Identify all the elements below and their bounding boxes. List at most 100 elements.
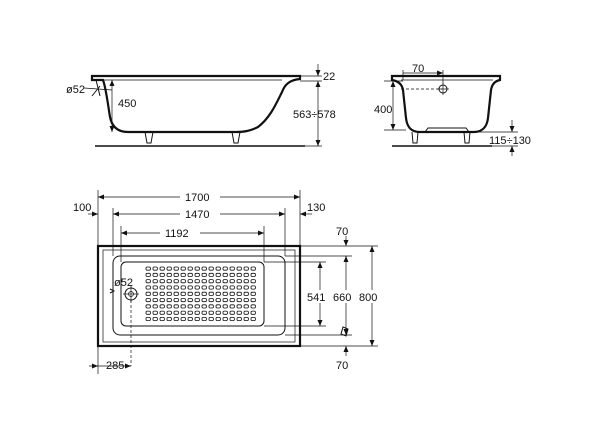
anti-slip-slot — [250, 291, 256, 296]
anti-slip-slot — [166, 310, 172, 315]
top-outer-outline — [96, 244, 302, 348]
anti-slip-slot — [208, 298, 214, 303]
anti-slip-slot — [215, 291, 221, 296]
side-drain-diameter-label: ø52 — [66, 84, 85, 96]
arrowhead — [317, 320, 323, 326]
top-drain-diameter-label: ø52 — [114, 277, 133, 289]
anti-slip-slot — [173, 291, 179, 296]
anti-slip-slot — [152, 298, 158, 303]
anti-slip-slot — [208, 310, 214, 315]
top-inner-length-label: 1470 — [185, 209, 209, 221]
anti-slip-slot — [187, 291, 193, 296]
anti-slip-slot — [222, 298, 228, 303]
anti-slip-slot — [201, 285, 207, 290]
anti-slip-slot — [173, 310, 179, 315]
arrowhead — [294, 194, 300, 200]
arrowhead — [509, 126, 515, 132]
anti-slip-slot — [194, 272, 200, 277]
anti-slip-slot — [173, 279, 179, 284]
anti-slip-slot — [173, 316, 179, 321]
side-leg-left — [144, 131, 154, 144]
anti-slip-slot — [152, 272, 158, 277]
arrowhead — [125, 363, 131, 369]
anti-slip-slot — [250, 285, 256, 290]
anti-slip-slot — [215, 279, 221, 284]
anti-slip-slot — [201, 266, 207, 271]
side-leg-right — [231, 131, 241, 144]
anti-slip-slot — [229, 310, 235, 315]
anti-slip-slot — [208, 266, 214, 271]
anti-slip-slot — [208, 316, 214, 321]
anti-slip-slot — [229, 298, 235, 303]
end-bottom-rib — [424, 127, 470, 133]
anti-slip-slot — [201, 279, 207, 284]
anti-slip-slot — [145, 304, 151, 309]
top-floor-outline — [120, 261, 265, 327]
anti-slip-slot — [250, 266, 256, 271]
anti-slip-slot — [229, 272, 235, 277]
anti-slip-slot — [166, 279, 172, 284]
anti-slip-slot — [166, 272, 172, 277]
anti-slip-slot — [166, 285, 172, 290]
anti-slip-slot — [222, 272, 228, 277]
anti-slip-pattern — [145, 266, 256, 321]
anti-slip-slot — [152, 291, 158, 296]
anti-slip-slot — [187, 310, 193, 315]
anti-slip-slot — [201, 291, 207, 296]
anti-slip-slot — [222, 304, 228, 309]
arrowhead — [317, 262, 323, 268]
arrowhead — [113, 211, 119, 217]
anti-slip-slot — [215, 310, 221, 315]
anti-slip-slot — [243, 291, 249, 296]
anti-slip-slot — [187, 316, 193, 321]
anti-slip-slot — [173, 285, 179, 290]
side-drain-pipe — [91, 79, 101, 97]
anti-slip-slot — [250, 298, 256, 303]
anti-slip-slot — [145, 266, 151, 271]
anti-slip-slot — [159, 285, 165, 290]
anti-slip-slot — [250, 279, 256, 284]
end-leg-left — [411, 131, 419, 144]
anti-slip-slot — [194, 298, 200, 303]
side-view: ø52 450 22 563÷578 — [66, 64, 336, 147]
anti-slip-slot — [187, 304, 193, 309]
anti-slip-slot — [236, 291, 242, 296]
anti-slip-slot — [208, 272, 214, 277]
anti-slip-slot — [215, 285, 221, 290]
top-right-offset-label: 130 — [307, 202, 325, 214]
anti-slip-slot — [236, 304, 242, 309]
arrowhead — [315, 81, 321, 87]
anti-slip-slot — [236, 316, 242, 321]
anti-slip-slot — [180, 310, 186, 315]
end-view: 70 400 115÷130 — [374, 63, 531, 156]
end-depth-label: 400 — [374, 104, 392, 116]
anti-slip-slot — [152, 316, 158, 321]
top-overall-length-label: 1700 — [185, 192, 209, 204]
end-leg-right — [463, 131, 471, 144]
arrowhead — [390, 124, 396, 130]
side-total-height-label: 563÷578 — [293, 109, 336, 121]
side-inner-depth-label: 450 — [118, 98, 136, 110]
anti-slip-slot — [166, 291, 172, 296]
anti-slip-slot — [243, 310, 249, 315]
anti-slip-slot — [243, 279, 249, 284]
anti-slip-slot — [180, 291, 186, 296]
label-mask — [357, 290, 381, 303]
anti-slip-slot — [215, 272, 221, 277]
anti-slip-slot — [222, 291, 228, 296]
anti-slip-slot — [194, 266, 200, 271]
anti-slip-slot — [222, 285, 228, 290]
anti-slip-slot — [145, 285, 151, 290]
anti-slip-slot — [236, 298, 242, 303]
anti-slip-slot — [222, 316, 228, 321]
anti-slip-slot — [229, 291, 235, 296]
anti-slip-slot — [243, 304, 249, 309]
anti-slip-slot — [243, 285, 249, 290]
anti-slip-slot — [222, 310, 228, 315]
anti-slip-slot — [215, 266, 221, 271]
anti-slip-slot — [250, 304, 256, 309]
anti-slip-slot — [229, 279, 235, 284]
anti-slip-slot — [159, 310, 165, 315]
anti-slip-slot — [145, 272, 151, 277]
anti-slip-slot — [180, 304, 186, 309]
